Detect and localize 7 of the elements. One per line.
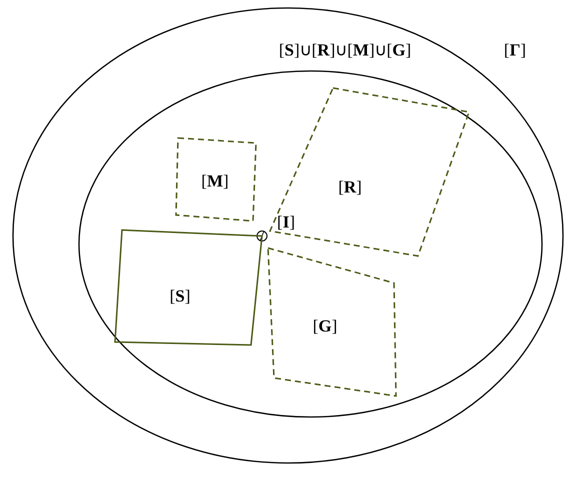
region-label: [M] [201,172,229,190]
point-label: [I] [277,214,295,230]
region-label: [Γ] [504,42,526,58]
region-label: [G] [312,318,338,334]
region-label: [S]∪[R]∪[M]∪[G] [278,42,412,58]
region-label: [S] [170,288,190,304]
region-label: [R] [338,178,362,196]
